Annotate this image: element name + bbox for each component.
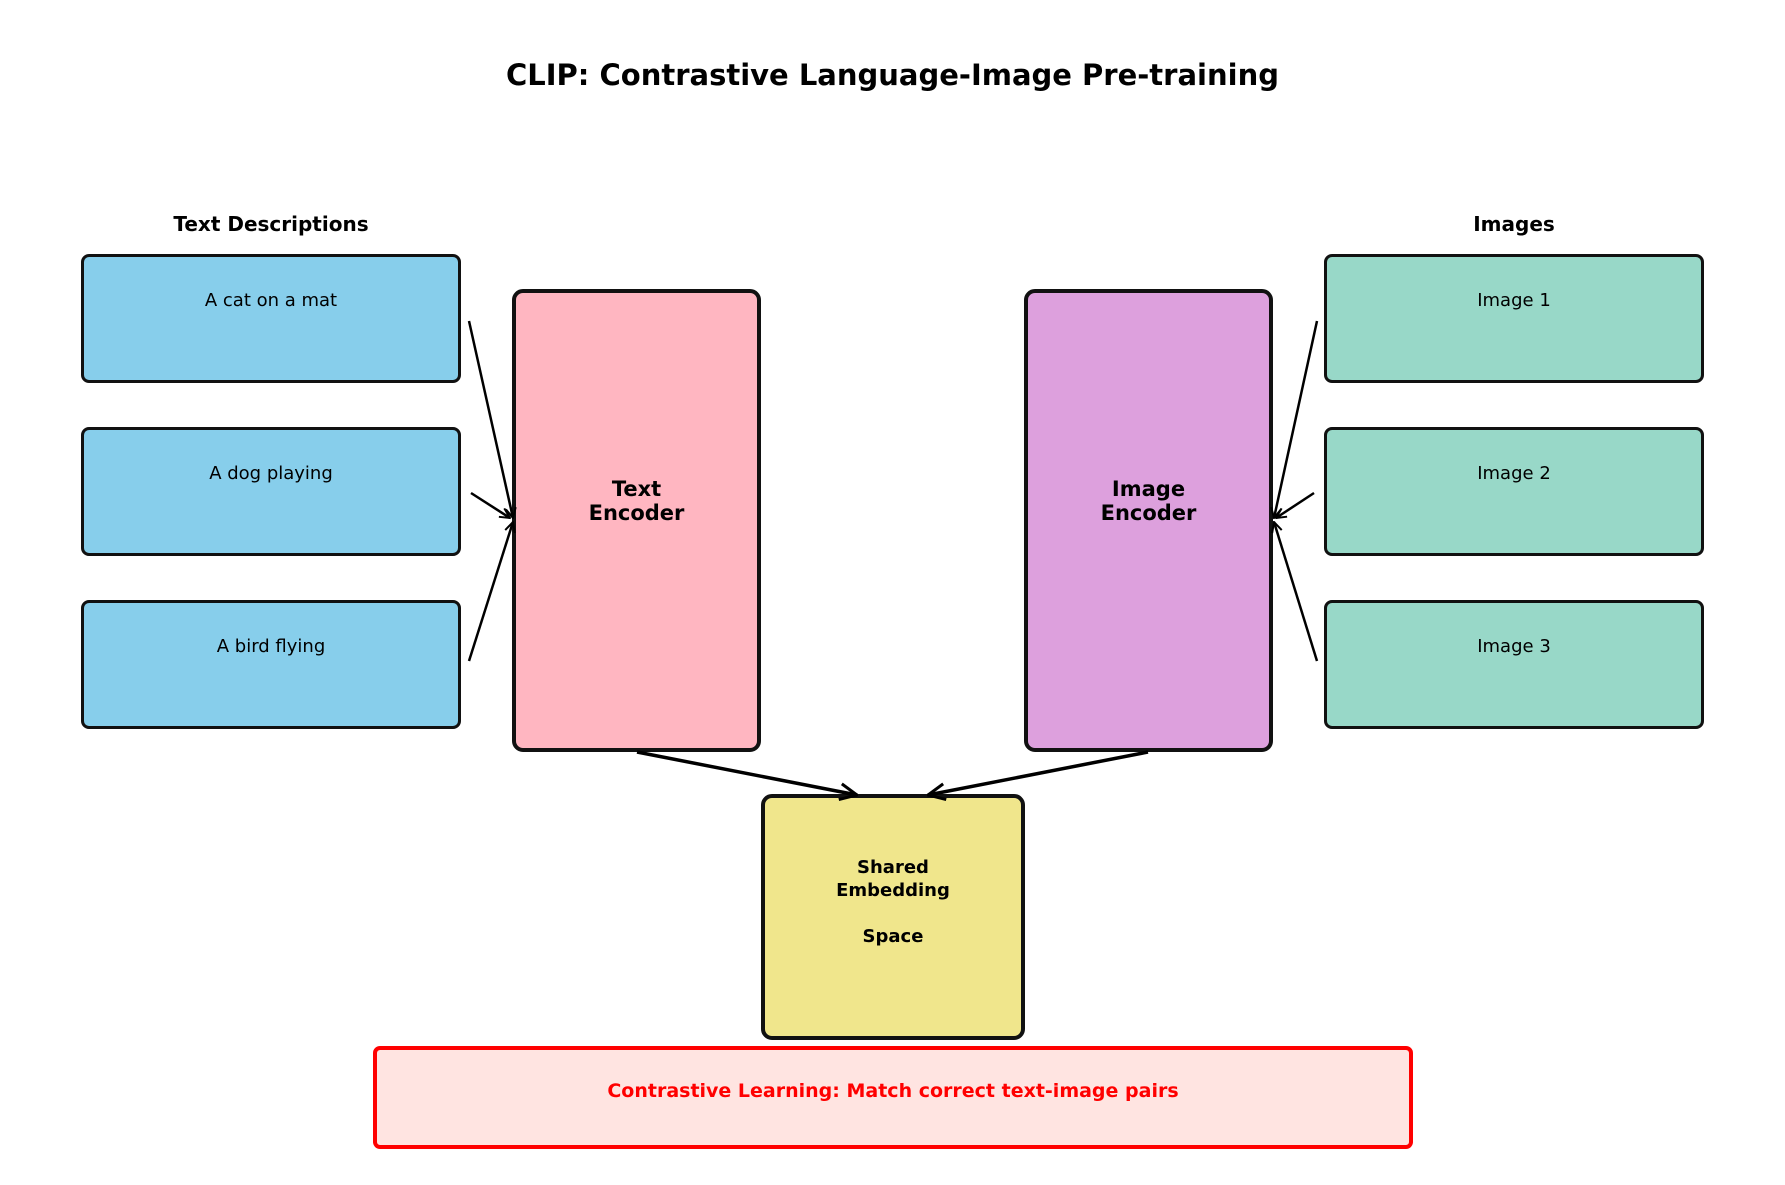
text-description-label: A dog playing — [209, 463, 333, 484]
image-label: Image 2 — [1477, 463, 1551, 484]
text-description-label: A bird flying — [216, 636, 326, 657]
text-descriptions-label: Text Descriptions — [173, 212, 369, 236]
image-encoder-label: Image Encoder — [1100, 476, 1197, 525]
shared-embedding-label: Shared Embedding Space — [836, 857, 950, 947]
text-description-box: A bird flying — [81, 600, 461, 729]
arrow-cat-to-text-encoder — [467, 320, 513, 518]
text-description-box: A cat on a mat — [81, 254, 461, 383]
text-encoder-box: Text Encoder — [512, 289, 761, 752]
arrow-image3-to-image-encoder — [1274, 522, 1319, 662]
shared-embedding-box: Shared Embedding Space — [761, 794, 1025, 1040]
arrow-image2-to-image-encoder — [1276, 491, 1315, 518]
text-description-box: A dog playing — [81, 427, 461, 556]
text-description-label: A cat on a mat — [204, 290, 338, 311]
image-box: Image 3 — [1324, 600, 1704, 729]
image-label: Image 3 — [1477, 636, 1551, 657]
image-box: Image 2 — [1324, 427, 1704, 556]
diagram-title: CLIP: Contrastive Language-Image Pre-tra… — [506, 58, 1279, 92]
images-label: Images — [1473, 212, 1555, 236]
image-encoder-box: Image Encoder — [1024, 289, 1273, 752]
image-label: Image 1 — [1477, 290, 1551, 311]
image-box: Image 1 — [1324, 254, 1704, 383]
text-encoder-label: Text Encoder — [588, 476, 685, 525]
contrastive-learning-box: Contrastive Learning: Match correct text… — [373, 1046, 1413, 1149]
arrow-text-encoder-to-shared — [636, 750, 857, 795]
contrastive-learning-label: Contrastive Learning: Match correct text… — [607, 1079, 1179, 1102]
arrow-bird-to-text-encoder — [467, 522, 513, 662]
arrow-image-encoder-to-shared — [928, 750, 1149, 795]
arrow-dog-to-text-encoder — [470, 491, 510, 518]
arrow-image1-to-image-encoder — [1274, 320, 1319, 518]
